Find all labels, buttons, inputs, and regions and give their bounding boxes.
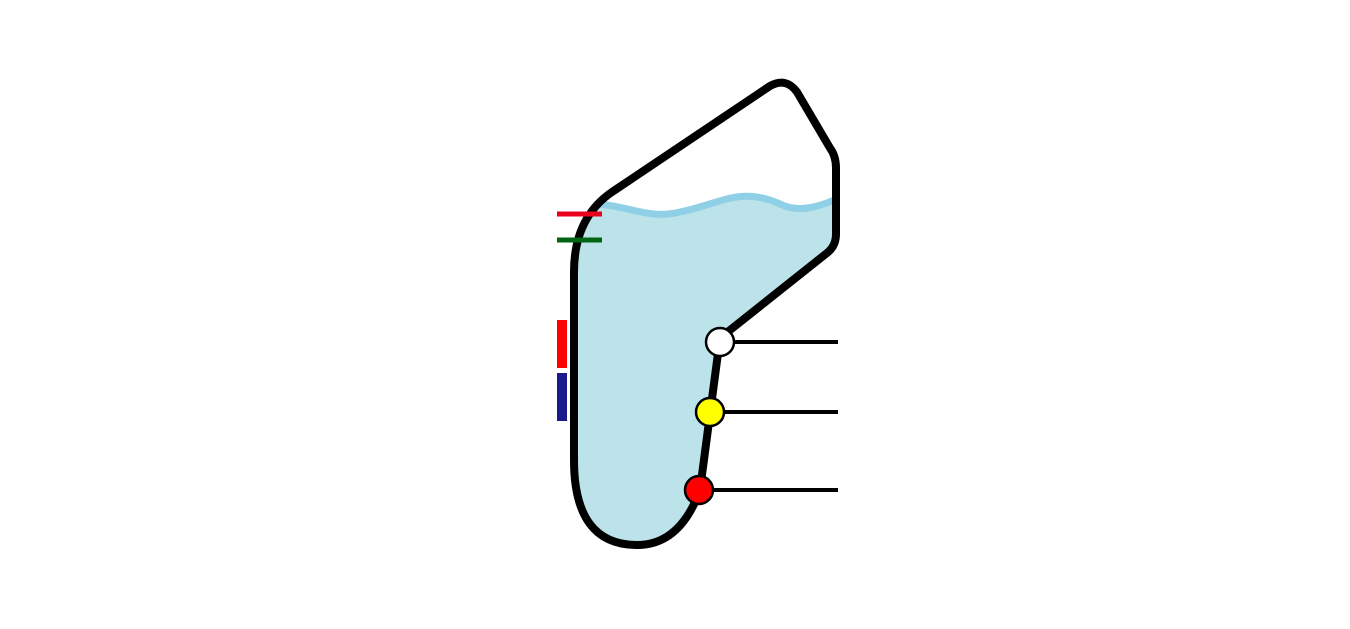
lower-level-bar bbox=[557, 373, 567, 421]
top-port[interactable] bbox=[704, 326, 736, 358]
middle-port[interactable] bbox=[694, 396, 726, 428]
upper-level-bar bbox=[557, 320, 567, 368]
bottom-port[interactable] bbox=[683, 474, 715, 506]
liquid-surface-wave bbox=[574, 192, 836, 218]
